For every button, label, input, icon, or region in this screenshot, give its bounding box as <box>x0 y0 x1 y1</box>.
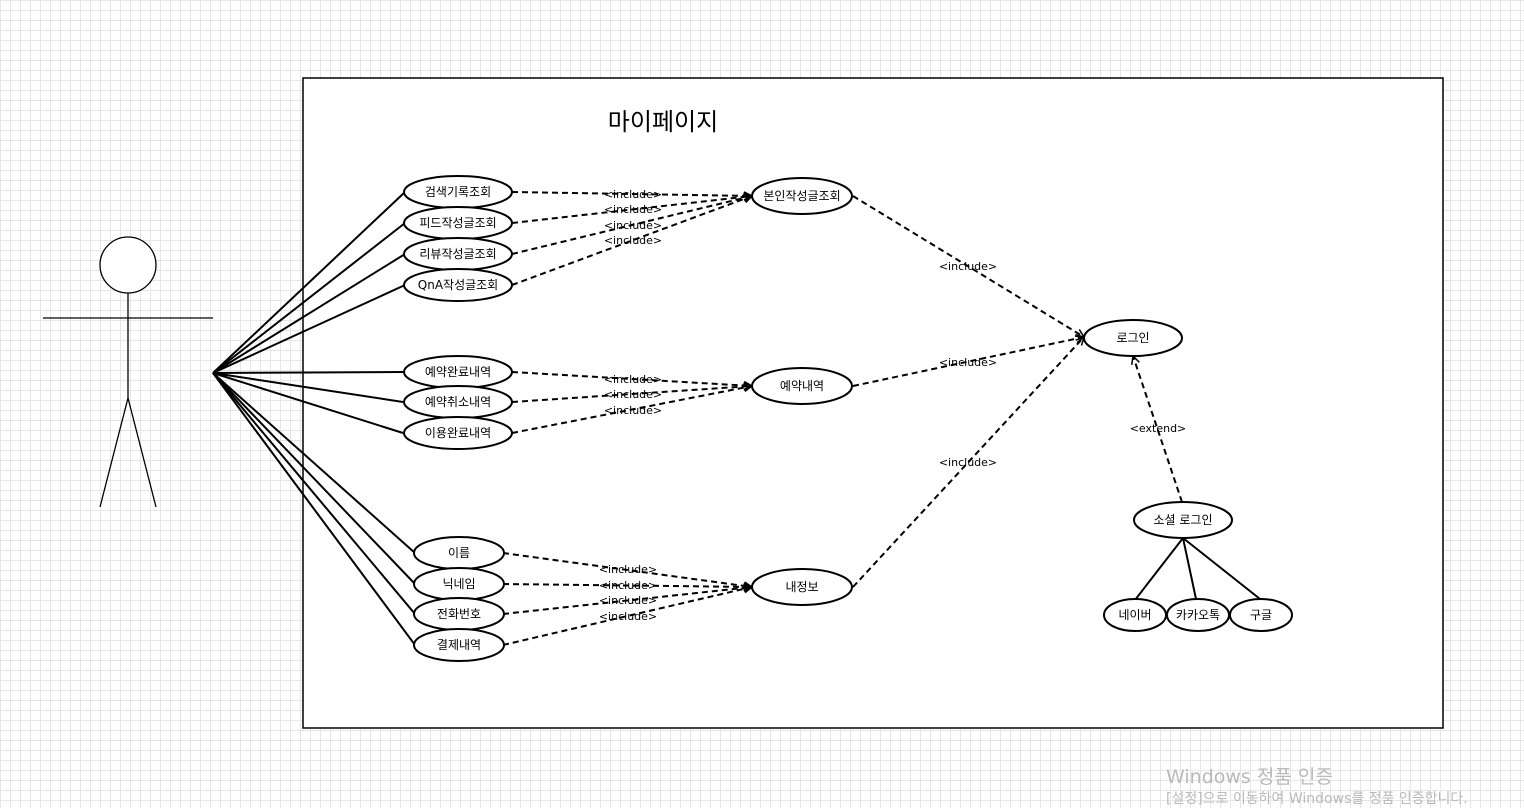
use-case-label: 닉네임 <box>442 577 475 591</box>
include-label: <include> <box>599 563 657 576</box>
use-case-label: 소셜 로그인 <box>1153 513 1212 527</box>
use-case-name[interactable]: 이름 <box>413 536 505 570</box>
use-case-label: 이용완료내역 <box>425 426 491 440</box>
use-case-qna-posts[interactable]: QnA작성글조회 <box>403 268 513 302</box>
include-label: <include> <box>599 610 657 623</box>
include-label: <include> <box>939 356 997 369</box>
use-case-review-posts[interactable]: 리뷰작성글조회 <box>403 237 513 271</box>
use-case-usage-done[interactable]: 이용완료내역 <box>403 416 513 450</box>
include-label: <include> <box>604 219 662 232</box>
use-case-reservation-cancel[interactable]: 예약취소내역 <box>403 385 513 419</box>
use-case-label: 검색기록조회 <box>425 185 491 199</box>
actor-associations <box>212 191 416 646</box>
include-arrows <box>502 191 1183 646</box>
include-label: <include> <box>939 456 997 469</box>
use-case-label: 리뷰작성글조회 <box>419 247 496 261</box>
use-case-label: 본인작성글조회 <box>763 189 840 203</box>
use-case-google[interactable]: 구글 <box>1229 598 1293 632</box>
use-case-label: 구글 <box>1250 608 1272 622</box>
use-case-feed-posts[interactable]: 피드작성글조회 <box>403 206 513 240</box>
use-case-my-info[interactable]: 내정보 <box>751 568 853 606</box>
social-login-links <box>1134 537 1261 601</box>
include-labels: <include> <include> <include> <include> … <box>599 188 1186 623</box>
use-case-label: 피드작성글조회 <box>419 216 496 230</box>
use-case-nickname[interactable]: 닉네임 <box>413 567 505 601</box>
use-case-search-history[interactable]: 검색기록조회 <box>403 175 513 209</box>
system-title: 마이페이지 <box>608 108 718 136</box>
activation-watermark-subtitle: [설정]으로 이동하여 Windows를 정품 인증합니다. <box>1166 791 1468 807</box>
use-case-label: QnA작성글조회 <box>418 278 498 292</box>
use-case-social-login[interactable]: 소셜 로그인 <box>1133 501 1233 539</box>
use-case-label: 로그인 <box>1116 331 1149 345</box>
use-case-naver[interactable]: 네이버 <box>1103 598 1167 632</box>
use-case-label: 카카오톡 <box>1176 608 1220 622</box>
include-label: <include> <box>604 188 662 201</box>
use-case-label: 내정보 <box>785 580 818 594</box>
use-case-reservations[interactable]: 예약내역 <box>751 367 853 405</box>
include-label: <include> <box>939 260 997 273</box>
activation-watermark-title: Windows 정품 인증 <box>1166 766 1333 788</box>
use-case-my-posts[interactable]: 본인작성글조회 <box>751 177 853 215</box>
use-case-label: 결제내역 <box>437 638 481 652</box>
use-case-label: 이름 <box>448 546 470 560</box>
use-case-label: 예약취소내역 <box>425 394 491 409</box>
use-case-label: 네이버 <box>1118 608 1151 622</box>
actor-stick-figure <box>43 236 213 508</box>
use-case-label: 전화번호 <box>437 607 481 621</box>
include-label: <include> <box>604 203 662 216</box>
use-case-payments[interactable]: 결제내역 <box>413 628 505 662</box>
include-label: <include> <box>604 234 662 247</box>
use-case-label: 예약내역 <box>780 378 824 393</box>
extend-label: <extend> <box>1130 422 1187 435</box>
use-case-phone[interactable]: 전화번호 <box>413 597 505 631</box>
use-case-login[interactable]: 로그인 <box>1083 319 1183 357</box>
use-case-reservation-done[interactable]: 예약완료내역 <box>403 355 513 389</box>
include-label: <include> <box>604 388 662 401</box>
use-case-label: 예약완료내역 <box>425 364 491 379</box>
include-label: <include> <box>599 579 657 592</box>
use-case-kakaotalk[interactable]: 카카오톡 <box>1166 598 1230 632</box>
include-label: <include> <box>604 373 662 386</box>
include-label: <include> <box>604 404 662 417</box>
include-label: <include> <box>599 594 657 607</box>
